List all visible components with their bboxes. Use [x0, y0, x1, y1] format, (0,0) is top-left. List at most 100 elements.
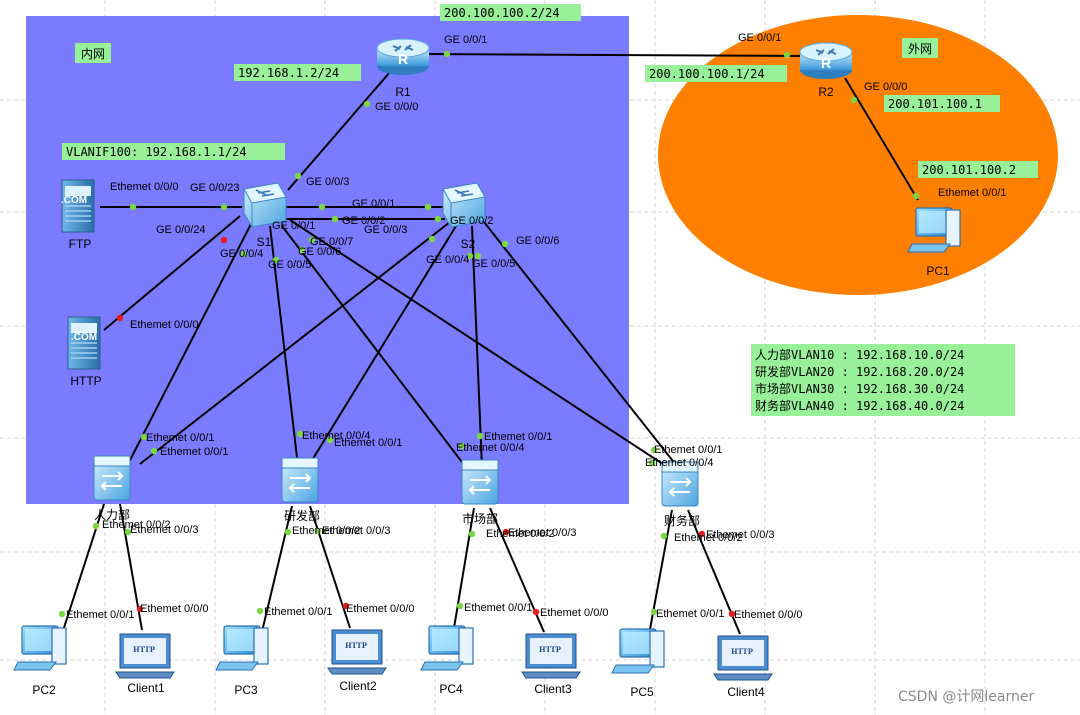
port-up-dot: [474, 252, 482, 260]
port-up-dot: [92, 522, 100, 530]
port-up-dot: [272, 256, 280, 264]
client-icon: [115, 633, 175, 679]
client-badge: HTTP: [133, 645, 156, 654]
port-label: GE 0/0/23: [190, 182, 240, 194]
port-label: Ethemet 0/0/3: [322, 525, 391, 537]
port-label: GE 0/0/1: [444, 34, 487, 46]
client-client2[interactable]: HTTP Client2: [327, 629, 387, 693]
vlan-table-box: [751, 344, 1015, 416]
port-up-dot: [294, 172, 302, 180]
port-label: GE 0/0/1: [272, 220, 315, 232]
port-up-dot: [650, 608, 658, 616]
port-up-dot: [648, 459, 656, 467]
port-label: GE 0/0/3: [364, 224, 407, 236]
pc-icon: [215, 625, 269, 671]
network-link: [269, 225, 299, 467]
device-label-client3: Client3: [534, 682, 572, 696]
port-up-dot: [326, 436, 334, 444]
port-label: Ethemet 0/0/1: [938, 187, 1007, 199]
port-label: Ethemet 0/0/1: [464, 602, 533, 614]
ip-label-pc1: 200.101.100.2: [922, 163, 1016, 177]
pc-pc1[interactable]: PC1: [907, 207, 961, 278]
pc-pc3[interactable]: PC3: [215, 625, 269, 697]
server-badge-ftp: .COM: [61, 195, 87, 206]
port-up-dot: [140, 433, 148, 441]
access-switch-hr[interactable]: 人力部: [93, 455, 131, 522]
client-client4[interactable]: HTTP Client4: [713, 635, 773, 699]
port-label: Ethemet 0/0/2: [674, 532, 743, 544]
port-down-dot: [220, 236, 228, 244]
pc-pc4[interactable]: PC4: [420, 625, 474, 696]
port-up-dot: [129, 203, 137, 211]
pc-pc5[interactable]: PC5: [611, 628, 665, 699]
access-switch-mk[interactable]: 市场部: [461, 459, 499, 526]
client-client3[interactable]: HTTP Client3: [521, 633, 581, 696]
client-client1[interactable]: HTTP Client1: [115, 633, 175, 695]
pc-pc2[interactable]: PC2: [13, 625, 67, 697]
pc-icon: [420, 625, 474, 671]
core-switch-s2[interactable]: S2: [442, 182, 486, 251]
network-link: [289, 219, 673, 471]
server-http[interactable]: .COM HTTP: [67, 316, 102, 388]
ip-box-r1-wan: [440, 4, 581, 21]
router-r1[interactable]: R1: [376, 38, 430, 99]
port-label: Ethemet 0/0/2: [292, 525, 361, 537]
port-label: Ethemet 0/0/4: [456, 442, 525, 454]
port-label-layer: GE 0/0/1 GE 0/0/1 GE 0/0/0 GE 0/0/0 Ethe…: [66, 32, 1007, 621]
watermark-text: CSDN @计网learner: [898, 689, 1034, 705]
device-label-s1: S1: [257, 235, 272, 249]
extranet-zone: [658, 15, 1058, 295]
device-label-r2: R2: [818, 85, 834, 99]
core-switch-s1[interactable]: S1: [243, 182, 287, 249]
port-down-dot: [116, 314, 124, 322]
port-label: GE 0/0/7: [310, 236, 353, 248]
port-label: Ethemet 0/0/3: [508, 527, 577, 539]
port-down-dot: [532, 608, 540, 616]
vlan-row-rd: 研发部VLAN20 : 192.168.20.0/24: [755, 364, 964, 379]
ip-label-r1-wan: 200.100.100.2/24: [444, 6, 560, 20]
port-up-dot: [458, 442, 466, 450]
device-label-client4: Client4: [727, 685, 765, 699]
pc-icon: [907, 207, 961, 253]
vlan-row-fn: 财务部VLAN40 : 192.168.40.0/24: [755, 398, 964, 413]
device-label-mk: 市场部: [462, 511, 498, 526]
client-badge: HTTP: [731, 647, 754, 656]
network-link: [844, 77, 919, 201]
port-label: Ethemet 0/0/0: [734, 609, 803, 621]
port-label: Ethemet 0/0/4: [645, 457, 714, 469]
port-up-dot: [468, 530, 476, 538]
port-up-dot: [650, 446, 658, 454]
device-label-pc5: PC5: [630, 685, 654, 699]
ip-label-r2-wan: 200.100.100.1/24: [649, 67, 765, 81]
access-switch-icon: [93, 455, 131, 501]
intranet-zone: [26, 16, 629, 504]
port-up-dot: [501, 240, 509, 248]
port-up-dot: [456, 602, 464, 610]
device-label-pc3: PC3: [234, 683, 258, 697]
port-up-dot: [58, 610, 66, 618]
intranet-title: 内网: [81, 47, 105, 61]
port-up-dot: [220, 203, 228, 211]
port-up-dot: [660, 532, 668, 540]
client-badge: HTTP: [539, 645, 562, 654]
port-label: GE 0/0/0: [864, 81, 907, 93]
client-icon: [327, 629, 387, 675]
access-switch-fn[interactable]: 财务部: [661, 461, 700, 528]
port-label: GE 0/0/2: [342, 215, 385, 227]
network-link: [287, 71, 391, 191]
extranet-title: 外网: [908, 42, 932, 56]
port-label: Ethemet 0/0/1: [66, 609, 135, 621]
server-ftp[interactable]: .COM FTP: [61, 179, 95, 251]
router-r2[interactable]: R2: [799, 42, 853, 99]
port-up-dot: [124, 528, 132, 536]
access-switch-rd[interactable]: 研发部: [281, 457, 320, 523]
port-up-dot: [434, 215, 442, 223]
port-label: GE 0/0/4: [220, 248, 263, 260]
port-down-dot: [728, 610, 736, 618]
server-icon: [67, 316, 101, 370]
port-up-dot: [240, 250, 248, 258]
network-link: [125, 221, 253, 469]
port-label: Ethemet 0/0/3: [706, 529, 775, 541]
port-down-dot: [136, 605, 144, 613]
